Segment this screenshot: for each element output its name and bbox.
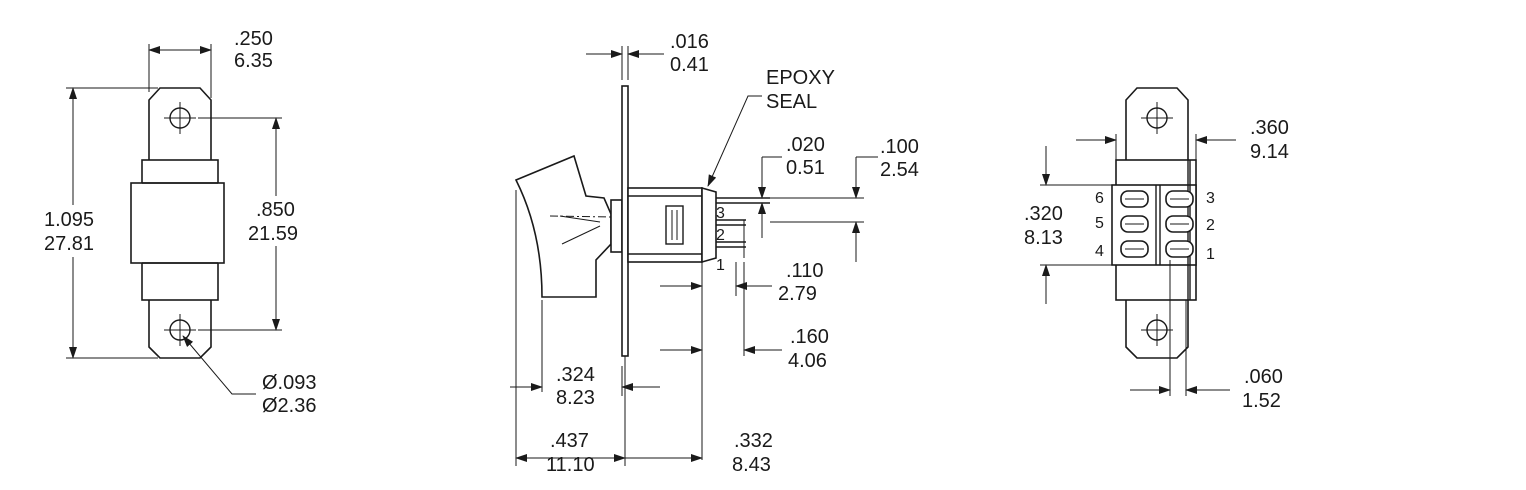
dim-plate-thickness: .016 0.41 xyxy=(586,31,709,80)
dim-height-mm: 27.81 xyxy=(44,233,94,255)
dim-terminal-gap: .060 1.52 xyxy=(1130,260,1283,412)
dim-hole-dia-in: Ø.093 xyxy=(262,372,316,394)
dim-actuator-in: .324 xyxy=(556,364,595,386)
front-top-hole xyxy=(164,102,196,134)
side-slider xyxy=(665,205,684,245)
dim-terminal-pitch: .100 2.54 xyxy=(770,136,919,262)
rear-pin-4: 4 xyxy=(1095,243,1104,260)
rear-pin-2: 2 xyxy=(1206,217,1215,234)
epoxy-seal-note: EPOXY SEAL xyxy=(707,67,835,187)
dim-height: 1.095 27.81 xyxy=(40,87,158,359)
dim-body-width-mm: 9.14 xyxy=(1250,141,1289,163)
dim-term-thk-mm: 0.51 xyxy=(786,157,825,179)
dim-terminal-row: .320 8.13 xyxy=(1024,146,1112,304)
dim-term-thk-in: .020 xyxy=(786,134,825,156)
dim-term-gap-in: .060 xyxy=(1244,366,1283,388)
side-rocker-actuator xyxy=(514,154,612,298)
rear-pin-5: 5 xyxy=(1095,215,1104,232)
side-pin-3: 3 xyxy=(716,205,725,222)
rear-view: 6 5 4 3 2 1 .320 8.13 .360 9.14 xyxy=(1024,87,1289,412)
side-epoxy-seal xyxy=(701,186,717,264)
dim-term-length-mm: 4.06 xyxy=(788,350,827,372)
front-bottom-hole xyxy=(164,314,196,346)
side-stem xyxy=(610,199,623,253)
dim-hole-spacing-in: .850 xyxy=(256,199,295,221)
dim-term-row-in: .320 xyxy=(1024,203,1063,225)
dim-hole-diameter: Ø.093 Ø2.36 xyxy=(182,335,316,417)
dim-width-mm: 6.35 xyxy=(234,50,273,72)
dim-width: .250 6.35 xyxy=(148,28,273,98)
dim-plate-thk-in: .016 xyxy=(670,31,709,53)
epoxy-note-line1: EPOXY xyxy=(766,67,835,89)
rear-pin-6: 6 xyxy=(1095,190,1104,207)
dim-terminal-offset: .110 2.79 xyxy=(660,260,823,460)
dim-overall-front-mm: 11.10 xyxy=(546,454,595,476)
dim-body-width-in: .360 xyxy=(1250,117,1289,139)
dim-terminal-length: .160 4.06 xyxy=(660,262,829,372)
side-housing xyxy=(627,187,703,263)
dim-overall-rear-in: .332 xyxy=(734,430,773,452)
epoxy-note-line2: SEAL xyxy=(766,91,817,113)
dim-body-width: .360 9.14 xyxy=(1076,117,1289,163)
dim-plate-thk-mm: 0.41 xyxy=(670,54,709,76)
side-view: 3 2 1 EPOXY SEAL .016 0.41 .020 0.51 xyxy=(510,31,919,476)
dim-term-row-mm: 8.13 xyxy=(1024,227,1063,249)
front-body-flange xyxy=(130,182,225,264)
dim-term-pitch-mm: 2.54 xyxy=(880,159,919,181)
rear-terminal-lugs xyxy=(1120,190,1194,258)
rear-bottom-hole xyxy=(1141,314,1173,346)
rear-pin-1: 1 xyxy=(1206,246,1215,263)
dim-hole-spacing: .850 21.59 xyxy=(198,117,312,331)
dim-overall-front-in: .437 xyxy=(550,430,589,452)
dim-overall: .437 11.10 .332 8.43 xyxy=(515,190,773,476)
side-mounting-plate xyxy=(621,85,629,357)
dim-hole-spacing-mm: 21.59 xyxy=(248,223,298,245)
side-pin-2: 2 xyxy=(716,227,725,244)
dim-hole-dia-mm: Ø2.36 xyxy=(262,395,316,417)
dim-actuator-mm: 8.23 xyxy=(556,387,595,409)
dim-height-in: 1.095 xyxy=(44,209,94,231)
dim-actuator: .324 8.23 xyxy=(510,300,660,409)
dim-term-length-in: .160 xyxy=(790,326,829,348)
dim-term-offset-mm: 2.79 xyxy=(778,283,817,305)
dim-term-pitch-in: .100 xyxy=(880,136,919,158)
front-view: .250 6.35 1.095 27.81 .850 21.59 Ø.093 Ø… xyxy=(40,28,316,417)
dim-terminal-thickness: .020 0.51 xyxy=(758,134,825,238)
dim-term-gap-mm: 1.52 xyxy=(1242,390,1281,412)
rear-pin-3: 3 xyxy=(1206,190,1215,207)
rear-top-hole xyxy=(1141,102,1173,134)
dim-term-offset-in: .110 xyxy=(786,260,823,282)
dim-overall-rear-mm: 8.43 xyxy=(732,454,771,476)
side-pin-1: 1 xyxy=(716,257,725,274)
dim-width-in: .250 xyxy=(234,28,273,50)
